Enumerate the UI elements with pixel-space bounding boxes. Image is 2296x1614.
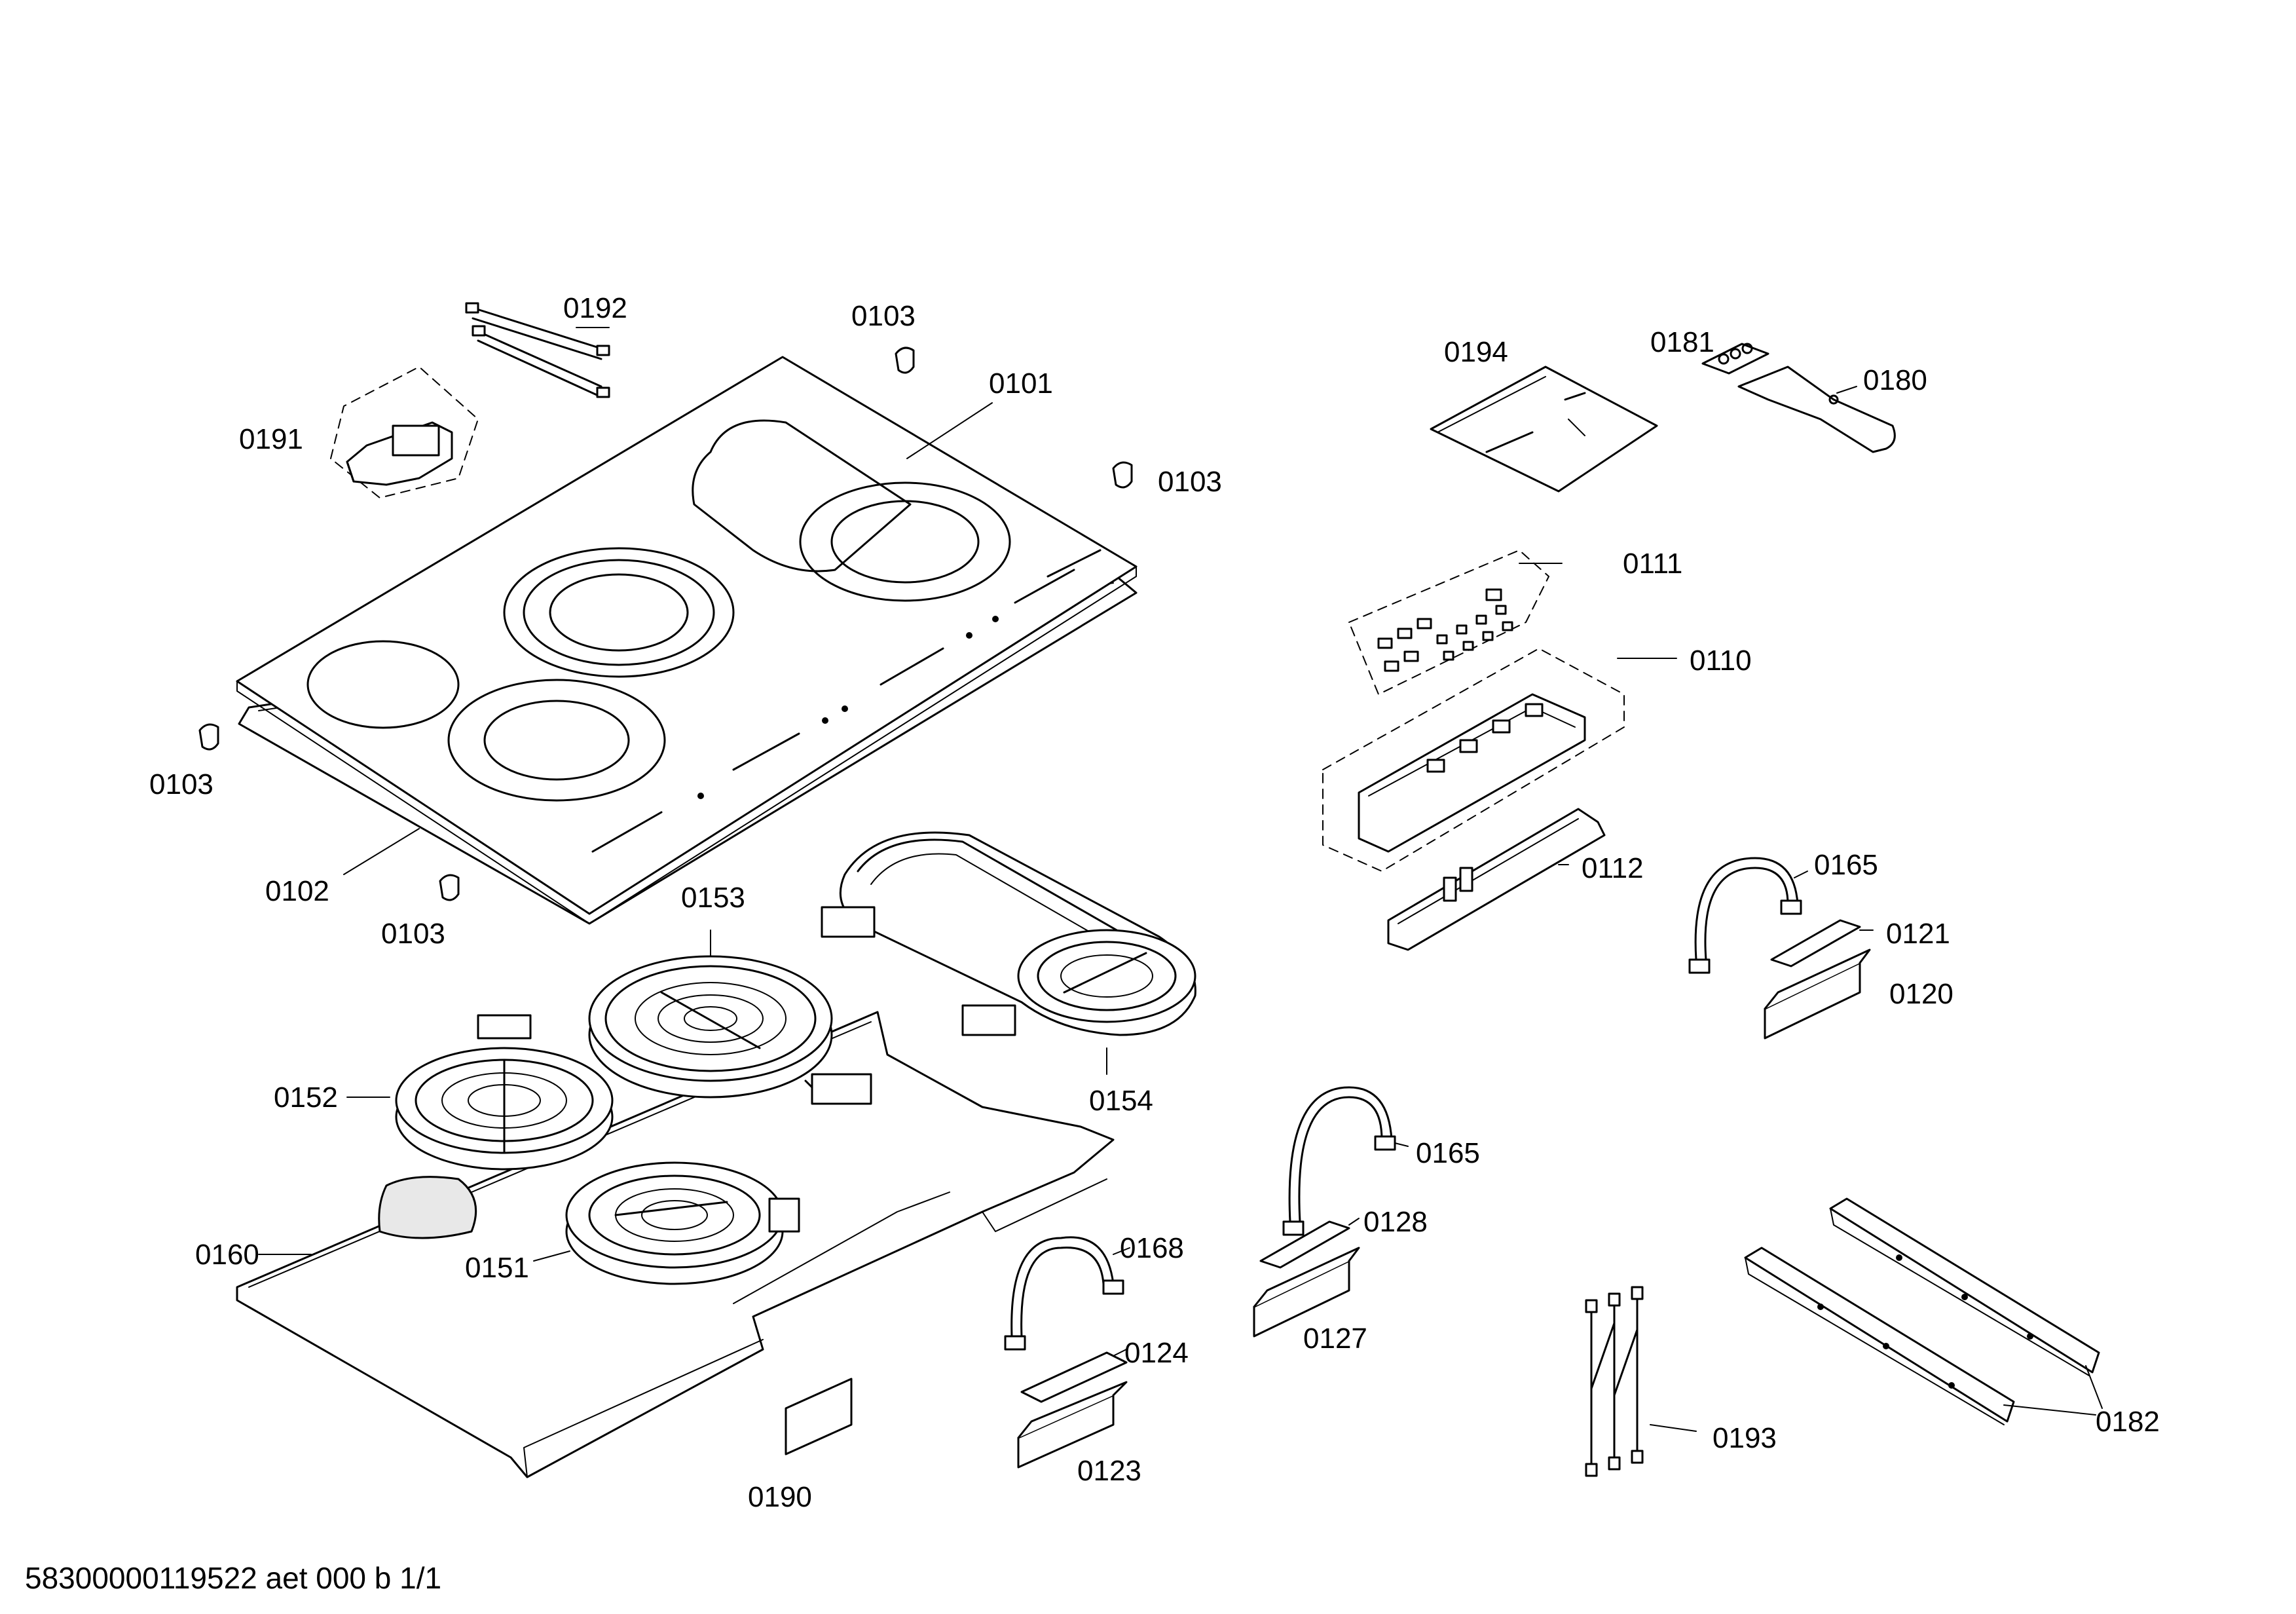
part-0151-radiant-heater	[565, 1161, 800, 1285]
document-footer: 58300000119522 aet 000 b 1/1	[25, 1561, 441, 1595]
label-0190: 0190	[748, 1481, 812, 1513]
part-0121-circuit-board	[1770, 919, 1861, 967]
part-0103-clip-left	[198, 723, 219, 751]
part-0153-dual-heater	[588, 955, 872, 1105]
label-0152: 0152	[274, 1081, 338, 1114]
label-0111: 0111	[1623, 548, 1682, 580]
part-0110-control-module	[1322, 648, 1625, 872]
part-0123-housing	[1017, 1381, 1128, 1469]
part-0192-cable-links	[465, 302, 610, 398]
label-0103-bottom: 0103	[381, 918, 445, 950]
label-0194: 0194	[1444, 336, 1508, 368]
part-0182-mounting-brackets	[1744, 1197, 2100, 1425]
part-0112-power-board	[1387, 808, 1606, 951]
label-0168: 0168	[1120, 1232, 1184, 1264]
part-0127-housing	[1253, 1247, 1360, 1338]
label-0182: 0182	[2096, 1406, 2160, 1438]
part-0103-clip-top	[895, 347, 915, 374]
label-0120: 0120	[1889, 978, 1953, 1010]
part-0154-oval-heater	[821, 831, 1196, 1036]
part-0101-ceramic-hob	[236, 356, 1138, 924]
label-0181: 0181	[1650, 326, 1714, 358]
label-0110: 0110	[1690, 645, 1752, 677]
part-0120-housing	[1764, 948, 1871, 1040]
label-0103-left: 0103	[149, 768, 213, 800]
label-0103-right: 0103	[1158, 466, 1222, 498]
callout-labels: 0192 0103 0101 0191 0103 0194 0181 0180 …	[149, 292, 2160, 1513]
part-0168-ribbon-cable	[1004, 1236, 1124, 1351]
label-0103-top: 0103	[851, 300, 916, 332]
label-0153: 0153	[681, 882, 745, 914]
label-0151: 0151	[465, 1252, 529, 1284]
part-0191-connector	[330, 366, 479, 498]
part-0103-clip-bottom	[439, 874, 460, 901]
part-0152-radiant-heater	[395, 1014, 614, 1171]
part-0180-scraper	[1737, 366, 1896, 453]
part-0181-blade-set	[1701, 343, 1769, 375]
part-0190-rating-label	[785, 1378, 853, 1455]
part-0193-wire-set	[1585, 1286, 1644, 1477]
part-0111-control-keys	[1348, 550, 1549, 695]
label-0154: 0154	[1089, 1085, 1153, 1117]
label-0128: 0128	[1363, 1206, 1428, 1238]
label-0121: 0121	[1886, 918, 1950, 950]
label-0124: 0124	[1124, 1337, 1189, 1369]
label-0160: 0160	[195, 1239, 259, 1271]
label-0192: 0192	[563, 292, 627, 324]
label-0102: 0102	[265, 875, 329, 907]
part-0165-ribbon-cable-right	[1688, 857, 1802, 974]
part-0103-clip-right	[1112, 461, 1133, 489]
label-0165-right: 0165	[1814, 849, 1878, 881]
label-0165-middle: 0165	[1416, 1137, 1480, 1169]
part-0124-circuit-board	[1020, 1351, 1128, 1403]
label-0123: 0123	[1077, 1455, 1141, 1487]
part-0128-circuit-board	[1259, 1220, 1350, 1269]
label-0191: 0191	[239, 423, 303, 455]
label-0127: 0127	[1303, 1323, 1367, 1355]
label-0101: 0101	[989, 367, 1053, 400]
part-0165-ribbon-cable-middle	[1282, 1086, 1396, 1236]
label-0193: 0193	[1713, 1422, 1777, 1454]
part-0194-accessory-bag	[1430, 366, 1658, 493]
label-0180: 0180	[1863, 364, 1927, 396]
label-0112: 0112	[1582, 852, 1644, 884]
